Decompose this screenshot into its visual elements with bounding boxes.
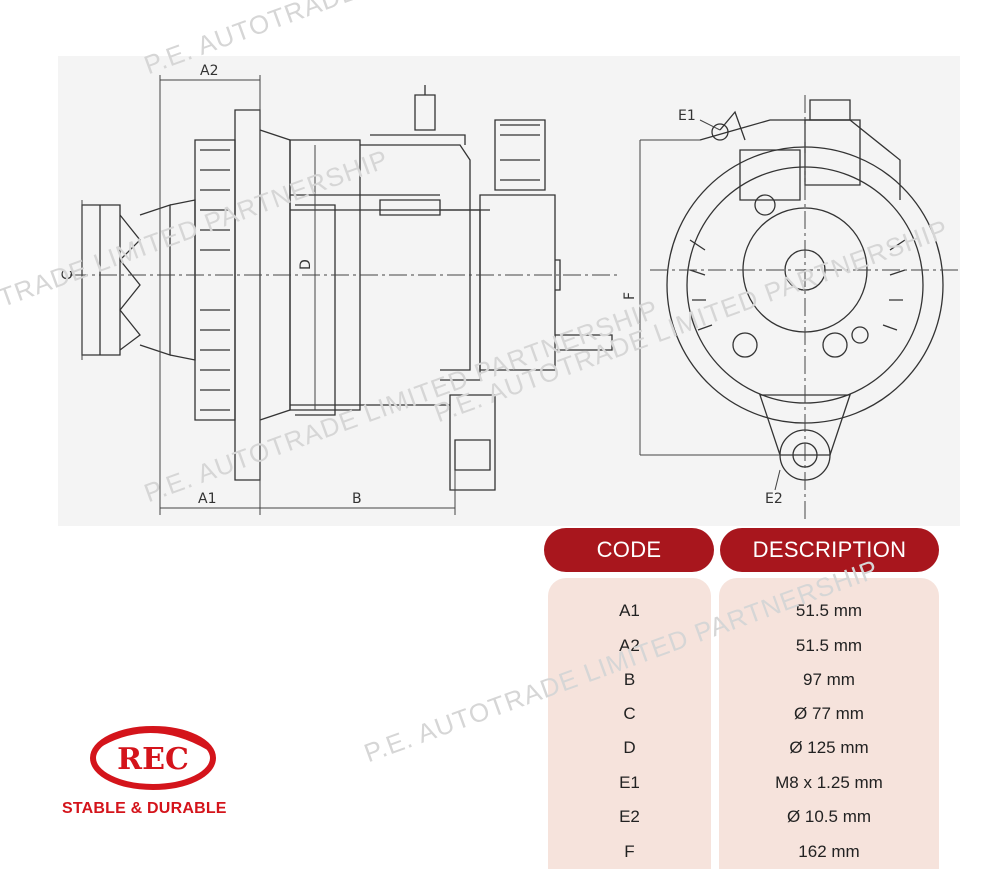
mount-foot-side-view xyxy=(449,394,496,491)
description-cell: M8 x 1.25 mm xyxy=(775,773,883,792)
logo-text: REC xyxy=(117,742,189,777)
description-cell: Ø 77 mm xyxy=(794,704,864,723)
code-cell: E1 xyxy=(619,773,640,792)
description-header: DESCRIPTION xyxy=(720,528,939,572)
rec-logo: REC xyxy=(90,726,216,790)
description-column-background xyxy=(719,578,939,869)
code-header: CODE xyxy=(544,528,714,572)
label-e2: E2 xyxy=(765,491,783,507)
technical-drawing-background xyxy=(58,56,960,526)
description-cell: Ø 125 mm xyxy=(789,738,869,757)
code-cell: A2 xyxy=(619,636,640,655)
label-a1: A1 xyxy=(198,491,216,507)
brand-tagline: STABLE & DURABLE xyxy=(62,800,227,817)
label-a2: A2 xyxy=(200,63,218,79)
code-column-background xyxy=(548,578,711,869)
code-cell: F xyxy=(624,842,635,861)
code-cell: C xyxy=(623,704,636,723)
code-cell: B xyxy=(623,670,636,689)
code-cell: D xyxy=(623,738,636,757)
description-cell: 162 mm xyxy=(798,842,860,861)
front-housing-side-view xyxy=(194,109,291,481)
description-cell: Ø 10.5 mm xyxy=(786,807,872,826)
label-c: C xyxy=(60,270,76,280)
dimension-lines-side xyxy=(81,75,456,515)
description-cell: 51.5 mm xyxy=(795,636,863,655)
code-cell: A1 xyxy=(619,601,640,620)
label-e1: E1 xyxy=(678,108,696,124)
description-cell: 97 mm xyxy=(803,670,855,689)
label-f: F xyxy=(622,292,638,300)
label-d: D xyxy=(298,259,314,270)
dimension-lines-front xyxy=(639,119,781,491)
stator-body-side-view xyxy=(289,139,490,416)
label-b: B xyxy=(352,491,362,507)
code-cell: E2 xyxy=(619,807,640,826)
rear-housing-side-view xyxy=(370,85,613,371)
description-cell: 51.5 mm xyxy=(795,601,863,620)
